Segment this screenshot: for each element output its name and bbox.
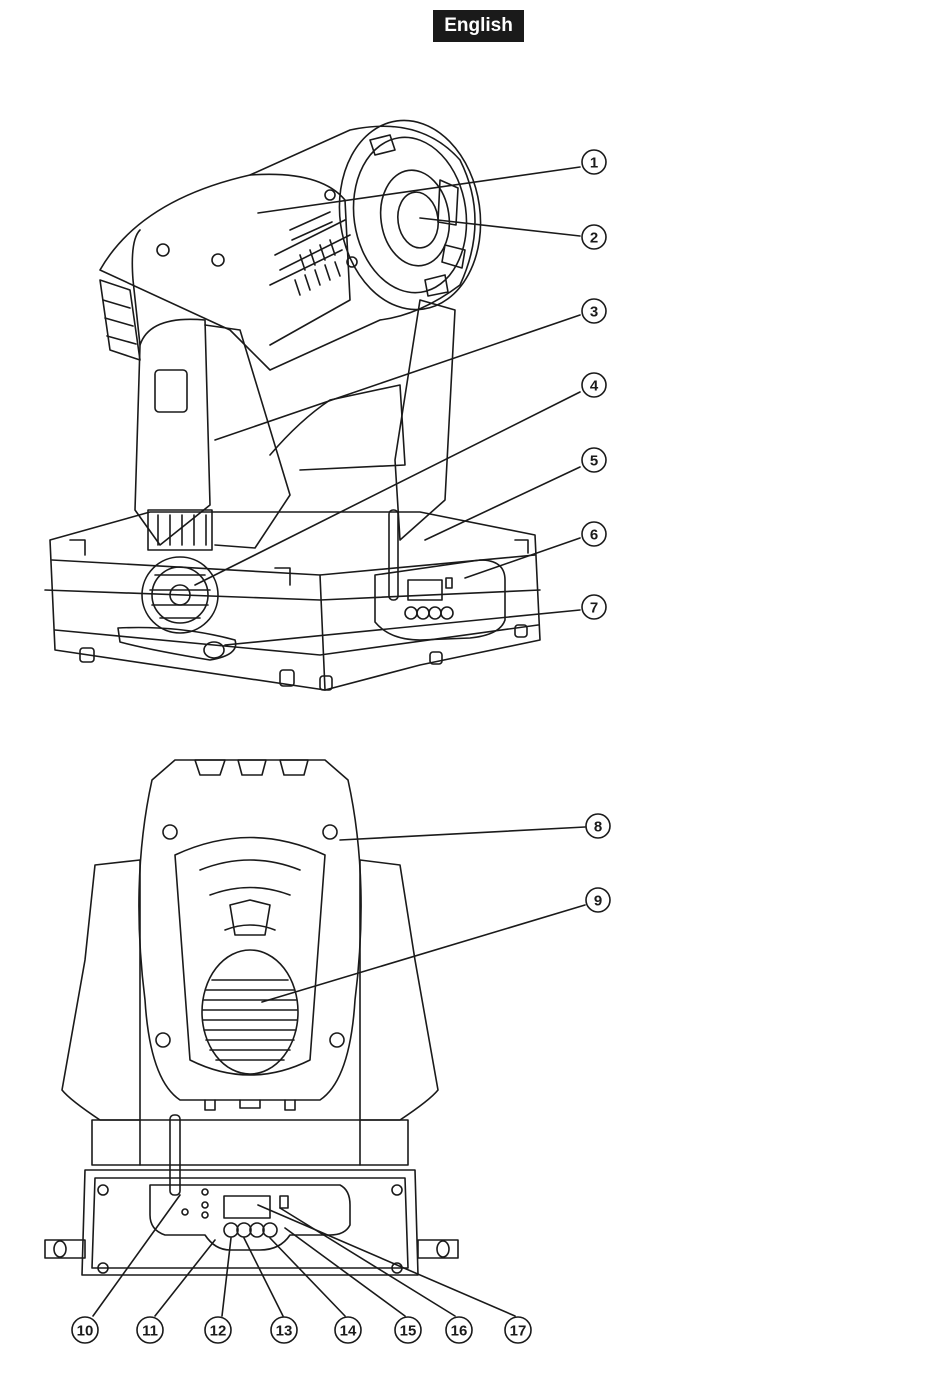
svg-text:16: 16	[451, 1323, 468, 1340]
svg-text:6: 6	[590, 527, 598, 544]
callout-1: 1	[582, 150, 606, 174]
svg-text:3: 3	[590, 304, 598, 321]
svg-text:2: 2	[590, 230, 598, 247]
callout-9: 9	[586, 888, 610, 912]
svg-text:12: 12	[210, 1323, 227, 1340]
svg-text:17: 17	[510, 1323, 527, 1340]
callout-3: 3	[582, 299, 606, 323]
callout-14: 14	[335, 1317, 361, 1343]
svg-text:15: 15	[400, 1323, 417, 1340]
callout-5: 5	[582, 448, 606, 472]
svg-text:9: 9	[594, 893, 602, 910]
moving-head-side-view	[45, 111, 540, 690]
callout-13: 13	[271, 1317, 297, 1343]
svg-text:8: 8	[594, 819, 602, 836]
svg-text:5: 5	[590, 453, 598, 470]
svg-text:10: 10	[77, 1323, 94, 1340]
callout-2: 2	[582, 225, 606, 249]
bottom-callout-lines	[93, 1195, 515, 1316]
callout-16: 16	[446, 1317, 472, 1343]
callout-11: 11	[137, 1317, 163, 1343]
callout-12: 12	[205, 1317, 231, 1343]
callout-10: 10	[72, 1317, 98, 1343]
svg-text:4: 4	[590, 378, 599, 395]
callout-8: 8	[586, 814, 610, 838]
front-callout-lines	[262, 827, 585, 1002]
callout-6: 6	[582, 522, 606, 546]
callout-4: 4	[582, 373, 606, 397]
callout-17: 17	[505, 1317, 531, 1343]
svg-text:13: 13	[276, 1323, 293, 1340]
callout-15: 15	[395, 1317, 421, 1343]
svg-text:11: 11	[142, 1323, 158, 1340]
svg-text:7: 7	[590, 600, 598, 617]
callout-7: 7	[582, 595, 606, 619]
svg-text:14: 14	[340, 1323, 357, 1340]
svg-text:1: 1	[590, 155, 598, 172]
